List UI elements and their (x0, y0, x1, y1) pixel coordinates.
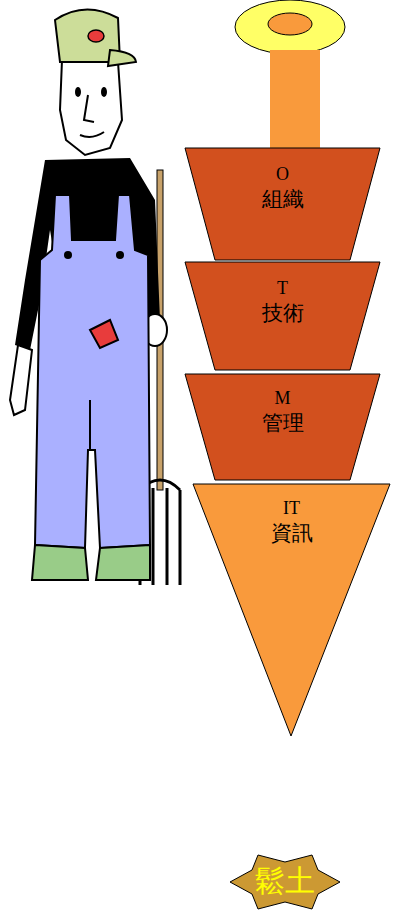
node-text-area: T技術 (185, 262, 380, 325)
node-label: T (277, 278, 288, 299)
top-hole (268, 13, 312, 35)
overalls-button (116, 251, 124, 259)
node-label: M (274, 388, 290, 409)
node-label: 技術 (262, 301, 304, 325)
node-label: O (276, 164, 289, 185)
neck-cylinder (270, 50, 320, 150)
farmer-mouth (80, 132, 104, 137)
node-label: 資訊 (271, 521, 313, 545)
node-label: 管理 (262, 411, 304, 435)
cap-badge (88, 30, 104, 42)
farmer-overalls (35, 195, 150, 548)
node-text-area: 鬆土 (230, 852, 340, 899)
cap-brim (108, 50, 136, 66)
shape-fill (185, 262, 380, 370)
farmer-face (60, 60, 122, 155)
node-label: 鬆土 (255, 864, 315, 899)
farmer-boot (96, 545, 150, 580)
trapezoid-block: T技術 (185, 262, 380, 370)
farmer-eye (101, 87, 107, 97)
trapezoid-block: M管理 (185, 374, 380, 480)
triangle-block: IT資訊 (193, 484, 390, 736)
pocket-rag (90, 320, 118, 348)
top-disc (235, 0, 345, 54)
node-label: IT (283, 498, 300, 519)
shape-fill (185, 374, 380, 480)
node-text-area: IT資訊 (193, 484, 390, 545)
farmer-arm (10, 345, 32, 415)
farmer-eye (75, 87, 81, 97)
farmer-nose (84, 95, 94, 122)
overalls-button (64, 251, 72, 259)
farmer-boot (32, 545, 88, 580)
overalls-seam (89, 400, 91, 450)
node-label: 組織 (262, 187, 304, 211)
node-text-area: O組織 (185, 148, 380, 211)
star-badge: 鬆土 (230, 852, 340, 912)
trapezoid-block: O組織 (185, 148, 380, 260)
node-text-area: M管理 (185, 374, 380, 435)
shape-fill (185, 148, 380, 260)
shape-fill (230, 855, 340, 909)
shape-fill (193, 484, 390, 736)
